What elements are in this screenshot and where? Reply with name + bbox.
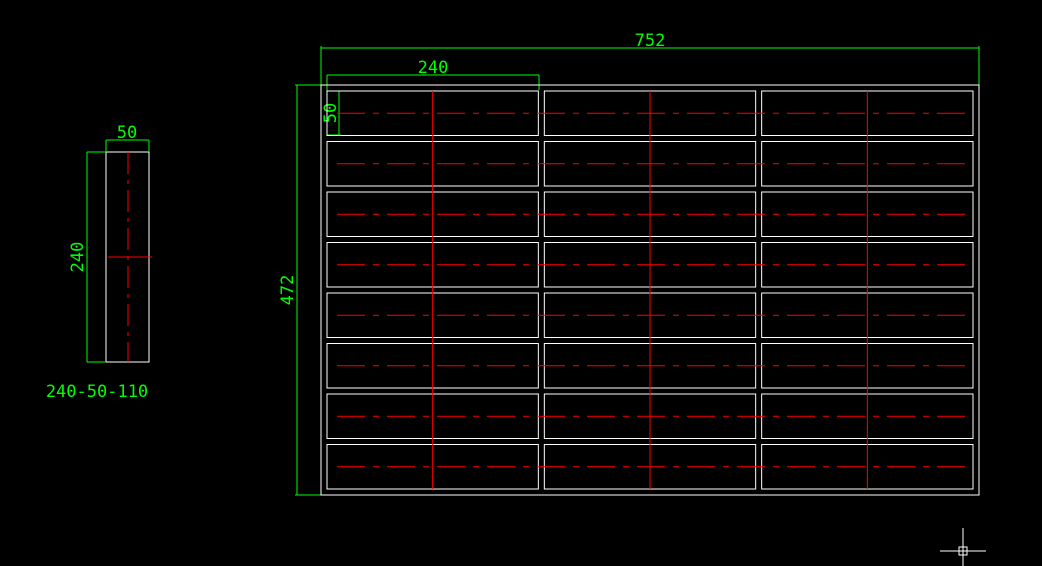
brick-detail-view: 50 240 240-50-110	[46, 123, 152, 402]
brick-thickness-dimension: 50	[321, 103, 341, 123]
brick-width-dimension: 50	[117, 123, 137, 143]
brick-grid	[326, 90, 974, 490]
brick-height-dimension: 240	[68, 242, 88, 273]
brick-length-dimension: 240	[418, 58, 449, 78]
panel-outer-frame	[320, 84, 980, 496]
crosshair-cursor-icon	[940, 528, 986, 566]
brick-size-label: 240-50-110	[46, 382, 148, 402]
panel-height-dimension: 472	[278, 275, 298, 306]
panel-width-dimension: 752	[635, 31, 666, 51]
panel-layout-view: 752 240 50 472	[278, 31, 980, 496]
